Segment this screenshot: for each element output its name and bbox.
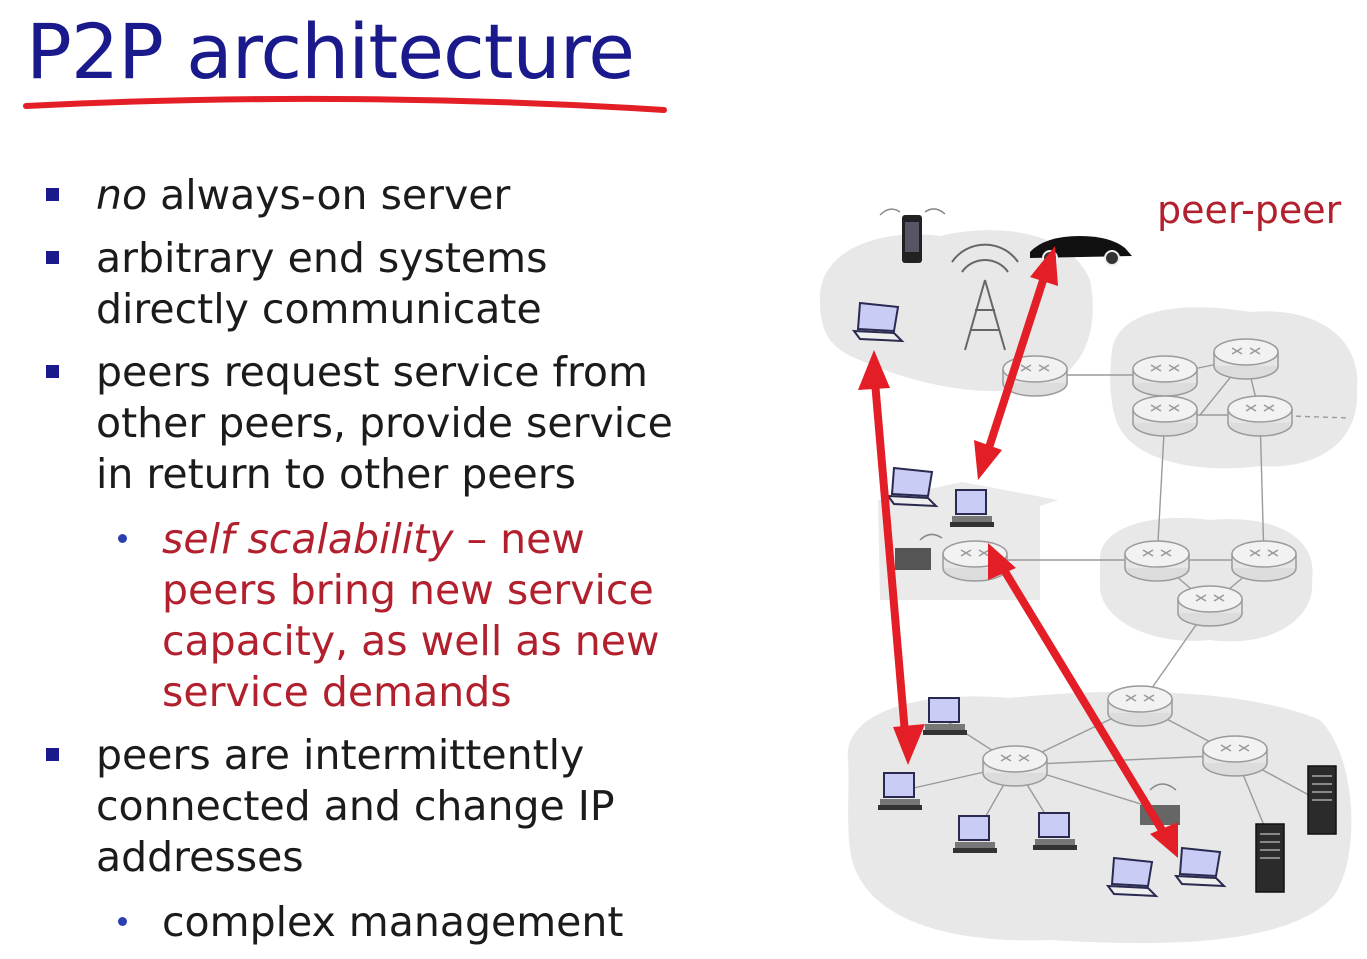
bullet-emphasis: no bbox=[96, 171, 148, 219]
bullet-list: no always-on server arbitrary end system… bbox=[40, 170, 700, 948]
router-icon bbox=[1107, 685, 1173, 727]
router-icon bbox=[982, 745, 1048, 787]
slide-title: P2P architecture bbox=[26, 7, 635, 96]
laptop-icon bbox=[853, 302, 903, 342]
bullet-item: peers are intermittently connected and c… bbox=[40, 730, 700, 948]
router-icon bbox=[1213, 338, 1279, 380]
server-icon bbox=[1307, 765, 1337, 835]
mobile-network-cloud bbox=[819, 230, 1093, 392]
bullet-text: peers request service from other peers, … bbox=[96, 348, 673, 498]
router-icon bbox=[1231, 540, 1297, 582]
laptop-icon bbox=[1175, 847, 1225, 887]
router-icon bbox=[1227, 395, 1293, 437]
bullet-text: arbitrary end systems directly communica… bbox=[96, 234, 548, 333]
router-icon bbox=[1132, 395, 1198, 437]
cell-tower-icon bbox=[951, 243, 1019, 351]
server-icon bbox=[1255, 823, 1285, 893]
bullet-item: peers request service from other peers, … bbox=[40, 347, 700, 718]
bullet-square-icon bbox=[46, 188, 59, 201]
bullet-dot-icon bbox=[118, 917, 127, 926]
network-diagram bbox=[819, 208, 1358, 944]
laptop-icon bbox=[887, 467, 937, 507]
title-underline bbox=[23, 95, 667, 113]
bullet-text: always-on server bbox=[147, 171, 511, 219]
sub-bullet-item: complex management bbox=[96, 897, 700, 948]
sub-bullet-item: self scalability – new peers bring new s… bbox=[96, 514, 700, 718]
sub-bullet-emphasis: self scalability bbox=[162, 515, 454, 563]
diagram-label: peer-peer bbox=[1157, 188, 1342, 232]
bullet-square-icon bbox=[46, 251, 59, 264]
sub-bullet-text: – new peers bring new service capacity, … bbox=[162, 515, 660, 716]
bullet-square-icon bbox=[46, 365, 59, 378]
wifi-router-icon bbox=[895, 533, 943, 570]
laptop-icon bbox=[1107, 857, 1157, 897]
router-icon bbox=[1124, 540, 1190, 582]
bullet-dot-icon bbox=[118, 534, 127, 543]
router-icon bbox=[1202, 735, 1268, 777]
router-icon bbox=[1132, 355, 1198, 397]
bullet-item: arbitrary end systems directly communica… bbox=[40, 233, 700, 335]
router-icon bbox=[1177, 585, 1243, 627]
bullet-item: no always-on server bbox=[40, 170, 700, 221]
smartphone-icon bbox=[879, 208, 946, 263]
bullet-text: peers are intermittently connected and c… bbox=[96, 731, 615, 881]
bullet-square-icon bbox=[46, 748, 59, 761]
sub-bullet-text: complex management bbox=[162, 898, 624, 946]
